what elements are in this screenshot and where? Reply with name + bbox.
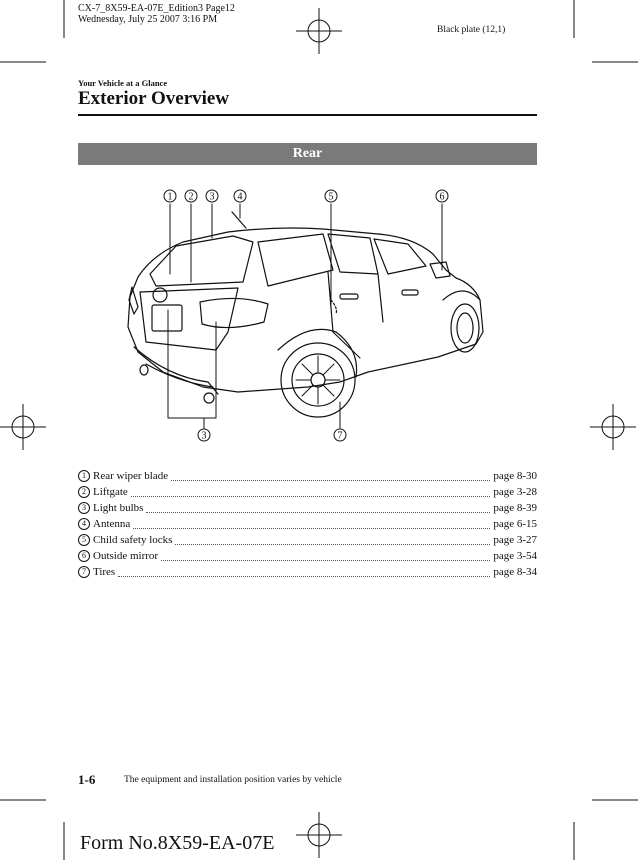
page-title: Exterior Overview (78, 88, 230, 109)
legend-item-antenna: 4 Antenna page 6-15 (78, 516, 537, 532)
registration-mark-right (590, 404, 636, 450)
legend-page-ref: page 8-39 (493, 502, 537, 514)
callout-top-6: 6 (435, 189, 449, 203)
legend-label: Tires (93, 566, 116, 578)
svg-text:3: 3 (202, 431, 207, 442)
legend-item-tires: 7 Tires page 8-34 (78, 564, 537, 580)
callout-top-4: 4 (233, 189, 247, 203)
registration-mark-bottom (296, 812, 342, 858)
leader-dots (146, 504, 491, 513)
legend-page-ref: page 6-15 (493, 518, 537, 530)
svg-text:3: 3 (210, 192, 215, 203)
vehicle-rear-illustration: 1 2 3 4 5 6 3 7 (127, 189, 484, 442)
legend-number: 3 (78, 502, 90, 514)
print-header-date: Wednesday, July 25 2007 3:16 PM (78, 14, 218, 25)
legend-label: Outside mirror (93, 550, 159, 562)
subsection-header: Rear (78, 143, 537, 165)
svg-text:5: 5 (329, 192, 334, 203)
legend-page-ref: page 8-30 (493, 470, 537, 482)
legend-number: 6 (78, 550, 90, 562)
legend-item-child-safety-locks: 5 Child safety locks page 3-27 (78, 532, 537, 548)
legend-number: 1 (78, 470, 90, 482)
callout-top-3: 3 (205, 189, 219, 203)
legend-item-light-bulbs: 3 Light bulbs page 8-39 (78, 500, 537, 516)
legend-page-ref: page 3-28 (493, 486, 537, 498)
leader-dots (161, 552, 491, 561)
legend-label: Light bulbs (93, 502, 144, 514)
svg-text:2: 2 (189, 192, 194, 203)
svg-text:7: 7 (338, 431, 343, 442)
legend-label: Rear wiper blade (93, 470, 169, 482)
legend-number: 2 (78, 486, 90, 498)
legend-page-ref: page 3-54 (493, 550, 537, 562)
title-divider (78, 114, 537, 116)
legend-number: 4 (78, 518, 90, 530)
legend-label: Antenna (93, 518, 131, 530)
legend-item-rear-wiper-blade: 1 Rear wiper blade page 8-30 (78, 468, 537, 484)
callout-top-1: 1 (163, 189, 177, 203)
form-number: Form No.8X59-EA-07E (80, 832, 275, 854)
legend-label: Liftgate (93, 486, 128, 498)
leader-dots (133, 520, 491, 529)
leader-dots (171, 472, 491, 481)
plate-label: Black plate (12,1) (437, 25, 506, 35)
svg-text:4: 4 (238, 192, 243, 203)
section-label: Your Vehicle at a Glance (78, 78, 168, 88)
svg-text:1: 1 (168, 192, 173, 203)
legend-number: 7 (78, 566, 90, 578)
callout-bottom-7: 7 (333, 428, 347, 442)
legend-page-ref: page 3-27 (493, 534, 537, 546)
svg-text:6: 6 (440, 192, 445, 203)
leader-dots (175, 536, 491, 545)
callout-bottom-3: 3 (197, 428, 211, 442)
legend-label: Child safety locks (93, 534, 173, 546)
legend-page-ref: page 8-34 (493, 566, 537, 578)
legend-item-liftgate: 2 Liftgate page 3-28 (78, 484, 537, 500)
legend-number: 5 (78, 534, 90, 546)
footer-note: The equipment and installation position … (124, 775, 342, 785)
legend-item-outside-mirror: 6 Outside mirror page 3-54 (78, 548, 537, 564)
page-number: 1-6 (78, 772, 96, 787)
print-header-file: CX-7_8X59-EA-07E_Edition3 Page12 (78, 3, 235, 14)
leader-dots (118, 568, 491, 577)
leader-dots (130, 488, 491, 497)
callout-top-5: 5 (324, 189, 338, 203)
callout-top-2: 2 (184, 189, 198, 203)
registration-mark-left (0, 404, 46, 450)
registration-mark-top (296, 8, 342, 54)
